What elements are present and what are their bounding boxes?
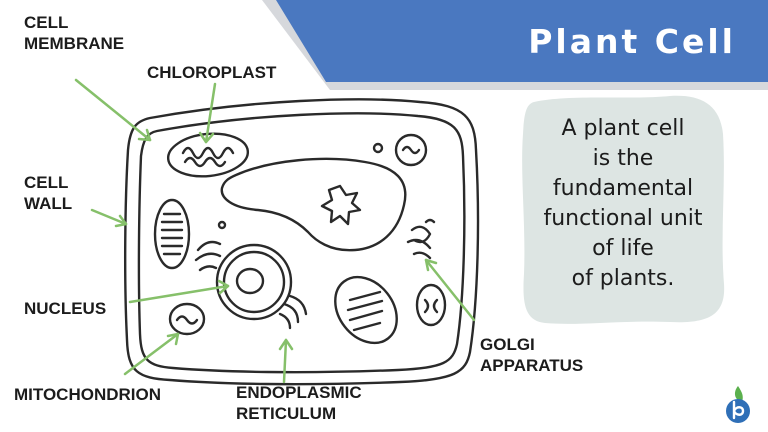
brand-logo <box>726 386 750 423</box>
label-golgi-apparatus: GOLGI APPARATUS <box>480 335 584 375</box>
arrow-nucleus <box>128 284 230 304</box>
nucleus-inner <box>222 250 286 314</box>
page-title: Plant Cell <box>528 22 736 61</box>
organelle-small-top <box>394 133 428 167</box>
er-left <box>194 240 222 272</box>
description-line: is the <box>592 146 654 171</box>
label-cell-membrane: CELL MEMBRANE <box>24 13 125 53</box>
description-line: A plant cell <box>561 116 685 141</box>
chloroplast-top-thylakoids <box>181 146 235 168</box>
golgi-shape <box>406 218 436 260</box>
description-line: of life <box>592 236 654 261</box>
description-line: fundamental <box>552 176 694 201</box>
label-cell-wall: CELL WALL <box>24 173 73 213</box>
label-endoplasmic-reticulum: ENDOPLASMIC RETICULUM <box>236 383 362 423</box>
label-mitochondrion: MITOCHONDRION <box>14 385 162 404</box>
chloroplast-bottom-thylakoids <box>346 290 384 332</box>
description-background <box>522 95 725 324</box>
chloroplast-left-thylakoids <box>160 212 184 256</box>
vacuole-shape <box>220 157 407 252</box>
mitochondrion-left <box>168 302 206 336</box>
arrow-cell-membrane <box>74 78 152 142</box>
mitochondrion-right <box>415 283 447 327</box>
nucleus-shape <box>215 243 293 321</box>
logo-leaf <box>734 386 743 402</box>
chloroplast-top <box>166 132 250 178</box>
logo-drop <box>726 399 750 423</box>
description-line: of plants. <box>571 266 675 291</box>
arrow-golgi <box>424 258 476 322</box>
chloroplast-left <box>153 198 191 270</box>
label-chloroplast: CHLOROPLAST <box>147 63 277 82</box>
arrow-cell-wall <box>90 208 128 226</box>
arrow-endoplasmic-reticulum <box>282 338 288 384</box>
er-bottom <box>278 294 308 330</box>
title-banner <box>262 0 768 90</box>
description-line: functional unit <box>543 206 703 231</box>
banner-shape <box>276 0 768 82</box>
cell-wall-shape <box>123 98 480 386</box>
chloroplast-bottom <box>334 275 398 345</box>
arrow-mitochondrion <box>123 332 180 376</box>
cell-membrane-shape <box>137 112 466 374</box>
nucleolus <box>235 267 265 295</box>
label-nucleus: NUCLEUS <box>24 299 107 318</box>
vacuole-crystal <box>320 184 362 226</box>
description-text: A plant cell is the fundamental function… <box>520 114 726 294</box>
arrow-chloroplast <box>204 82 217 144</box>
